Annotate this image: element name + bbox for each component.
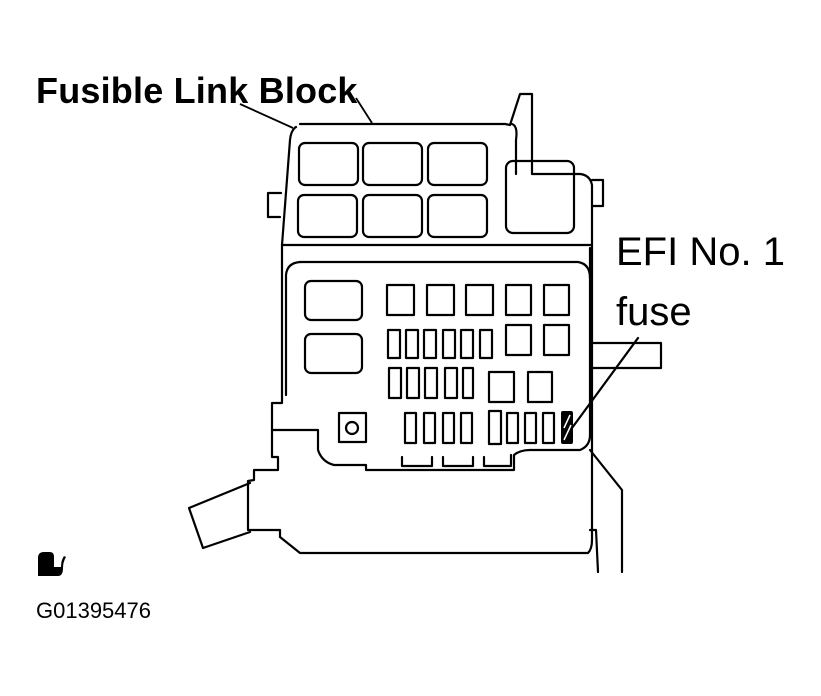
- callout-leader-line: [570, 336, 640, 430]
- vehicle-seat-icon: [38, 552, 66, 576]
- efi-no1-fuse-highlight: [561, 411, 573, 444]
- efi-fuse-label: EFI No. 1: [616, 230, 785, 274]
- fuse-label: fuse: [616, 290, 692, 334]
- bracket-and-harness: [187, 243, 663, 574]
- figure-code: G01395476: [36, 598, 151, 623]
- junction-block: [270, 243, 592, 472]
- fusible-link-block: [266, 92, 605, 247]
- diagram-title: Fusible Link Block: [36, 70, 358, 111]
- title-leader-lines: [239, 97, 373, 129]
